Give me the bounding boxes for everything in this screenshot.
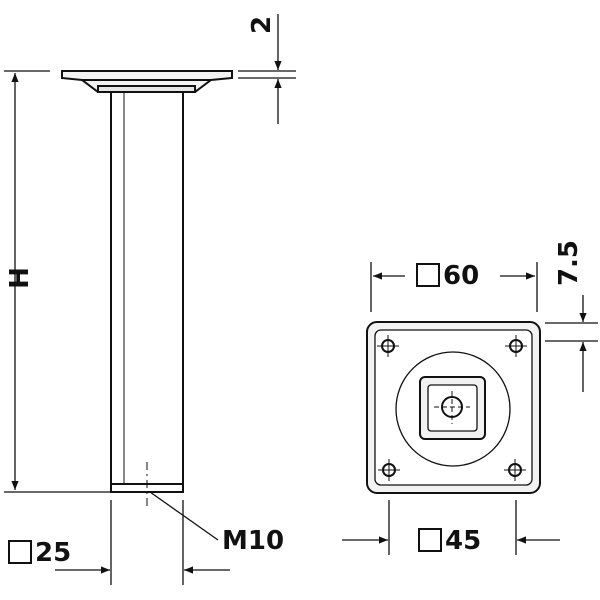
square-section-icon xyxy=(8,540,32,564)
hole-spacing-label: 45 xyxy=(418,528,481,554)
screw-hole-bottom-left xyxy=(378,459,400,481)
plate-thickness-dimension xyxy=(238,14,296,124)
hole-offset-label: 7.5 xyxy=(554,240,584,286)
screw-hole-top-left xyxy=(377,335,399,357)
screw-hole-bottom-right xyxy=(504,459,526,481)
hole-spacing-dimension xyxy=(342,500,560,555)
plate-size-dimension xyxy=(370,262,538,312)
screw-hole-top-right xyxy=(505,335,527,357)
tube-size-value: 25 xyxy=(35,538,72,568)
plate-thickness-label: 2 xyxy=(247,16,277,34)
thread-label: M10 xyxy=(222,526,285,556)
hole-spacing-value: 45 xyxy=(445,526,482,556)
hole-offset-dimension xyxy=(545,295,598,392)
leg-tube xyxy=(110,91,184,493)
plate-top-view xyxy=(366,321,541,494)
plate-size-label: 60 xyxy=(416,263,479,289)
thread-leader xyxy=(149,491,219,541)
plate-size-value: 60 xyxy=(443,261,480,291)
square-section-icon xyxy=(418,528,442,552)
leg-side-view xyxy=(61,70,233,510)
height-label: H xyxy=(5,267,35,289)
square-section-icon xyxy=(416,263,440,287)
height-dimension xyxy=(4,70,111,493)
tube-size-label: 25 xyxy=(8,540,71,566)
tube-size-dimension xyxy=(55,500,230,585)
thread-leader-line xyxy=(149,491,219,541)
